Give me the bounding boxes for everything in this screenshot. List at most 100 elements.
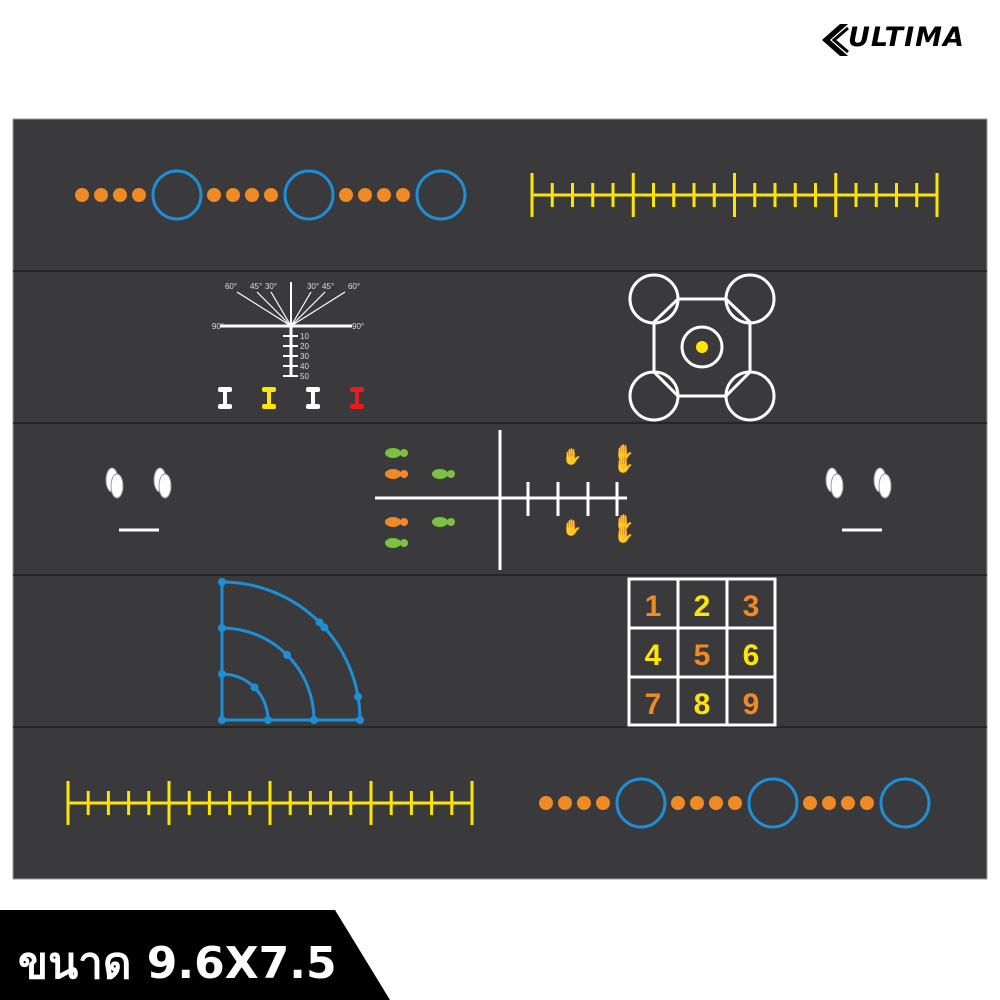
size-label-background — [0, 910, 390, 1000]
yellow-rulers — [66, 173, 939, 825]
dumbbell-top — [218, 387, 232, 392]
orange-dot — [94, 188, 108, 202]
hand-icon: ✋ — [614, 455, 634, 474]
white-footprint — [878, 473, 892, 499]
hand-icon: ✋ — [614, 443, 634, 462]
orange-dot — [396, 188, 410, 202]
angle-label: 60° — [225, 282, 237, 291]
arc-dot — [264, 716, 272, 724]
center-cross-track: ✋✋✋✋✋✋ — [375, 430, 634, 570]
grid-number: 1 — [645, 590, 662, 623]
dumbbell-top — [306, 387, 320, 392]
grid-number: 3 — [743, 590, 760, 623]
ultima-logo-icon — [822, 24, 849, 56]
center-ring — [680, 325, 724, 369]
orange-dot — [358, 188, 372, 202]
orange-dot — [226, 188, 240, 202]
footprint — [385, 448, 401, 458]
grid-number: 9 — [743, 688, 760, 721]
size-label: ขนาด 9.6X7.5 — [18, 938, 337, 989]
orange-dot — [690, 796, 704, 810]
hand-icon: ✋ — [614, 525, 634, 544]
center-dot — [696, 341, 708, 353]
dumbbell-bar — [223, 390, 227, 406]
orange-dot — [75, 188, 89, 202]
depth-label: 40 — [300, 362, 309, 371]
footprint — [385, 469, 401, 479]
orange-dot — [822, 796, 836, 810]
dot-circle-tracks — [75, 169, 931, 829]
orange-dot — [245, 188, 259, 202]
hand-icon: ✋ — [562, 447, 582, 466]
section-dividers — [13, 270, 987, 728]
arc-dot — [315, 618, 324, 627]
heel — [400, 539, 408, 547]
grid-number: 7 — [645, 688, 662, 721]
dumbbell-bottom — [350, 404, 364, 409]
orange-dot — [377, 188, 391, 202]
blue-ring — [283, 169, 335, 221]
orange-dot — [558, 796, 572, 810]
orange-dot — [207, 188, 221, 202]
blue-ring — [415, 169, 467, 221]
quarter-arc-target — [218, 578, 364, 724]
white-footprint — [110, 473, 124, 499]
angle-label: 45° — [322, 282, 334, 291]
orange-dot — [709, 796, 723, 810]
angle-label: 60° — [348, 282, 360, 291]
agility-octagon — [628, 273, 776, 422]
hand-icon: ✋ — [562, 518, 582, 537]
blue-ring — [879, 777, 931, 829]
orange-dot — [596, 796, 610, 810]
footprint — [385, 538, 401, 548]
orange-dot — [803, 796, 817, 810]
arc-dot — [320, 623, 329, 632]
footprint — [432, 517, 448, 527]
orange-dot — [671, 796, 685, 810]
dumbbell-top — [350, 387, 364, 392]
dumbbell-bottom — [218, 404, 232, 409]
orange-dot — [841, 796, 855, 810]
octagon-outline — [652, 297, 752, 398]
orange-dot — [577, 796, 591, 810]
arc-dot — [356, 716, 364, 724]
angle-ray — [270, 291, 292, 327]
angle-label: 45° — [250, 282, 262, 291]
arc-dot — [354, 692, 363, 701]
depth-label: 10 — [300, 332, 309, 341]
heel — [447, 518, 455, 526]
angle-ray — [290, 291, 312, 327]
orange-dot — [860, 796, 874, 810]
dumbbell-bottom — [262, 404, 276, 409]
depth-label: 30 — [300, 352, 309, 361]
grid-number: 8 — [694, 688, 711, 721]
dumbbell-bar — [311, 390, 315, 406]
heel — [400, 449, 408, 457]
angle-ray — [290, 291, 326, 327]
heel — [447, 470, 455, 478]
hand-icon: ✋ — [614, 513, 634, 532]
orange-dot — [539, 796, 553, 810]
footprint — [385, 517, 401, 527]
depth-label: 50 — [300, 372, 309, 381]
heel — [400, 518, 408, 526]
dumbbell-icons — [218, 387, 364, 409]
orange-dot — [132, 188, 146, 202]
arc-dot — [218, 578, 226, 586]
angle-label-left-90: 90° — [212, 322, 224, 331]
footprint — [432, 469, 448, 479]
arc-dot — [283, 650, 292, 659]
blue-ring — [747, 777, 799, 829]
dumbbell-top — [262, 387, 276, 392]
blue-ring — [615, 777, 667, 829]
white-footprint — [830, 473, 844, 499]
arc-dot — [218, 624, 226, 632]
depth-label: 20 — [300, 342, 309, 351]
brand-logo-text: ULTIMA — [848, 22, 965, 53]
angle-ray — [236, 291, 292, 327]
grid-outline — [627, 577, 777, 727]
grid-number: 2 — [694, 590, 711, 623]
